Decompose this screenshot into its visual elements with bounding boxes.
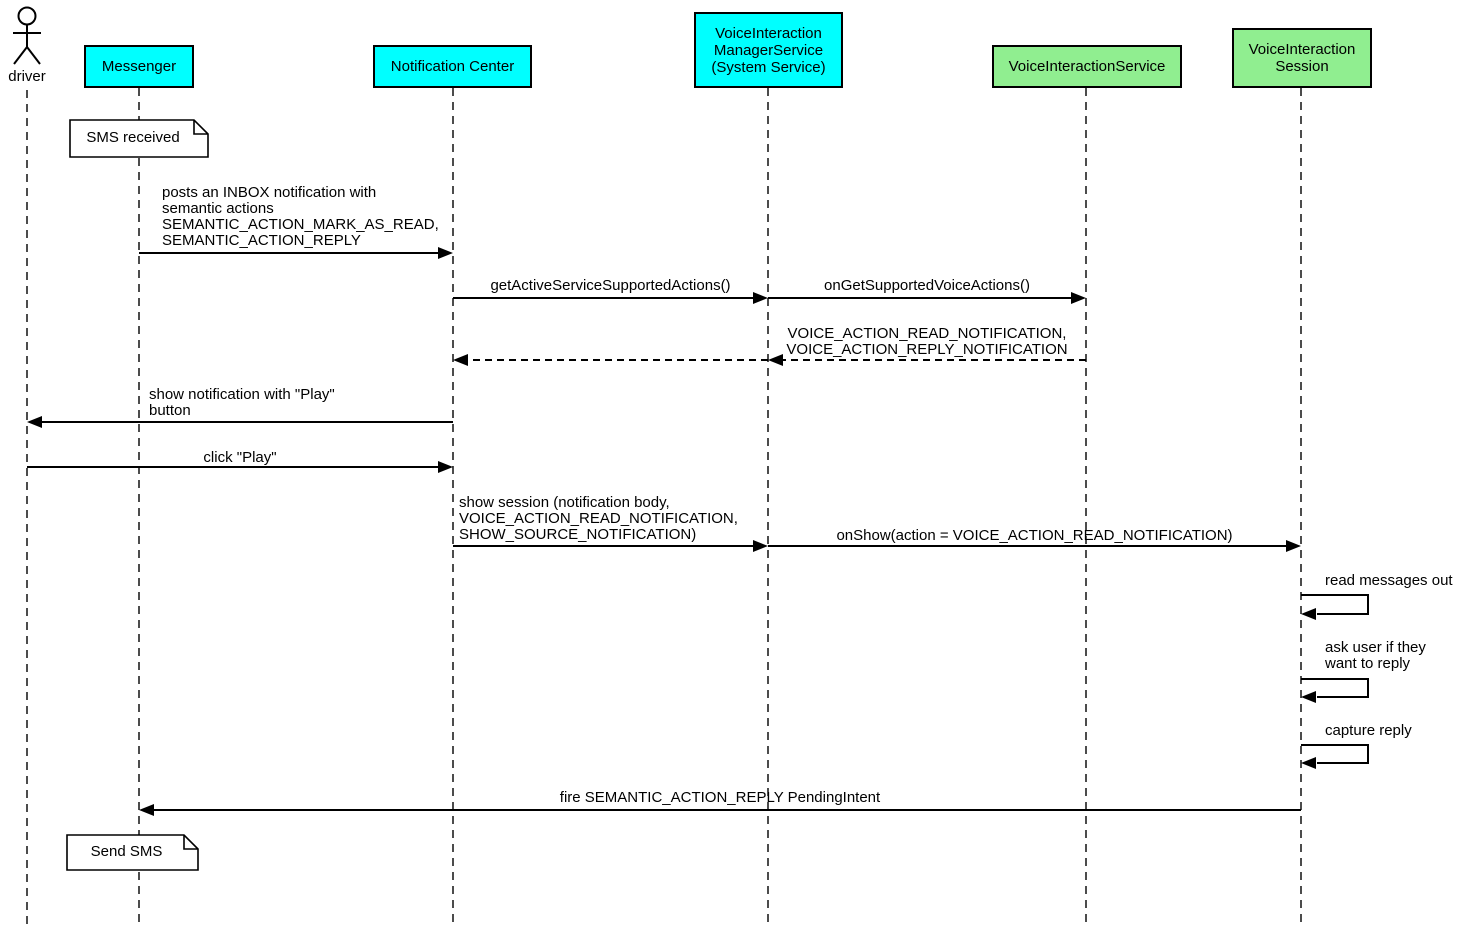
note-sms-received <box>69 119 209 158</box>
arrow-on-get-supported-voice-actions <box>768 292 1086 304</box>
message-label-return-voice-actions: VOICE_ACTION_READ_NOTIFICATION, VOICE_AC… <box>786 325 1068 358</box>
participant-notification-center-label: Notification Center <box>390 58 515 75</box>
arrow-on-show <box>768 540 1301 552</box>
arrow-posts-inbox-notification <box>139 247 453 259</box>
message-arrows <box>27 247 1369 816</box>
note-send-sms-label: Send SMS <box>90 843 163 860</box>
message-label-click-play: click "Play" <box>203 449 277 466</box>
message-label-posts-inbox-notification: posts an INBOX notification with semanti… <box>162 184 439 249</box>
participant-messenger-label: Messenger <box>101 58 177 75</box>
arrow-self-ask-user-reply <box>1301 678 1369 703</box>
message-label-show-session: show session (notification body, VOICE_A… <box>459 494 738 543</box>
arrow-return-voice-actions <box>768 354 1086 366</box>
participant-messenger: Messenger <box>84 45 194 88</box>
participant-voiceinteraction-session-label: VoiceInteraction Session <box>1248 41 1356 75</box>
arrow-return-to-notification-center <box>453 354 768 366</box>
message-label-ask-user-reply: ask user if they want to reply <box>1325 639 1426 672</box>
arrow-show-session <box>453 540 768 552</box>
participant-notification-center: Notification Center <box>373 45 532 88</box>
participant-voiceinteraction-managerservice-label: VoiceInteraction ManagerService (System … <box>711 24 826 76</box>
actor-icon <box>13 6 41 65</box>
arrow-get-active-service-supported-actions <box>453 292 768 304</box>
participant-voiceinteractionservice-label: VoiceInteractionService <box>1008 58 1166 75</box>
message-label-fire-semantic-action-reply: fire SEMANTIC_ACTION_REPLY PendingIntent <box>559 789 881 806</box>
arrow-show-notification-play <box>27 416 453 428</box>
arrow-self-capture-reply <box>1301 744 1369 769</box>
participant-voiceinteraction-session: VoiceInteraction Session <box>1232 28 1372 88</box>
message-label-on-get-supported-voice-actions: onGetSupportedVoiceActions() <box>824 277 1030 294</box>
arrow-fire-semantic-action-reply <box>139 804 1301 816</box>
note-send-sms <box>66 834 199 871</box>
message-label-read-messages-out: read messages out <box>1325 572 1453 589</box>
actor-label: driver <box>8 68 46 85</box>
arrow-self-read-messages-out <box>1301 594 1369 620</box>
note-sms-received-label: SMS received <box>86 129 180 146</box>
note-shapes <box>66 119 209 871</box>
message-label-capture-reply: capture reply <box>1325 722 1412 739</box>
message-label-on-show: onShow(action = VOICE_ACTION_READ_NOTIFI… <box>836 527 1233 544</box>
message-label-show-notification-play: show notification with "Play" button <box>149 386 335 419</box>
participant-voiceinteractionservice: VoiceInteractionService <box>992 45 1182 88</box>
participant-voiceinteraction-managerservice: VoiceInteraction ManagerService (System … <box>694 12 843 88</box>
arrow-click-play <box>27 461 453 473</box>
message-label-get-active-service-supported-actions: getActiveServiceSupportedActions() <box>490 277 731 294</box>
